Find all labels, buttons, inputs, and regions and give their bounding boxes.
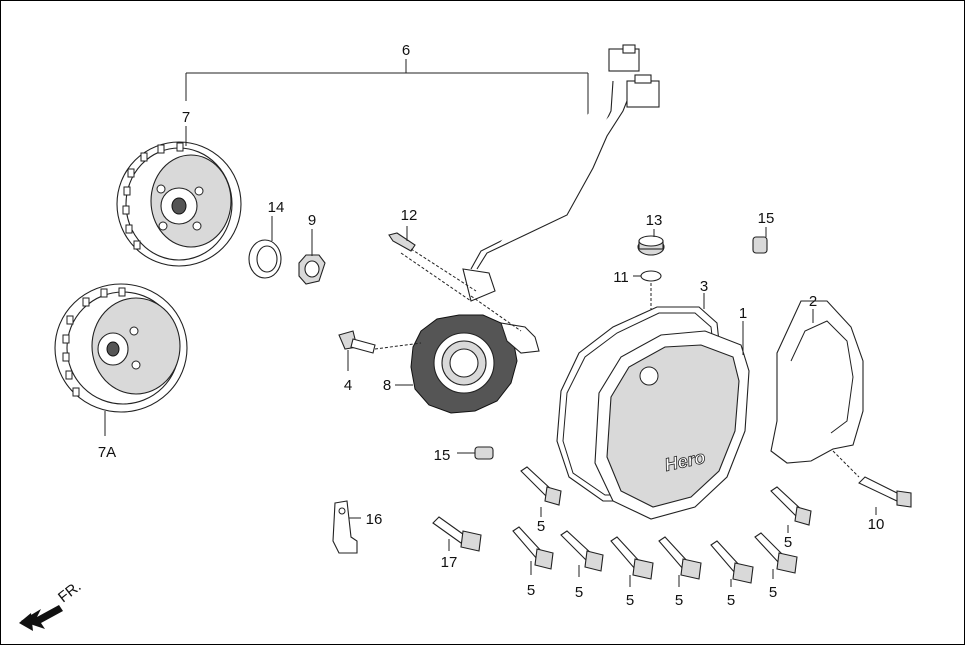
label-5-b: 5 <box>784 534 792 551</box>
bolt-5-b <box>770 486 812 533</box>
bolt-4 <box>338 330 422 371</box>
label-5-h: 5 <box>769 584 777 601</box>
bolt-5-g <box>710 540 754 587</box>
label-2: 2 <box>809 293 817 310</box>
front-label: FR. <box>55 578 85 606</box>
bolt-17 <box>432 516 482 552</box>
label-11: 11 <box>613 269 629 286</box>
label-5-c: 5 <box>527 582 535 599</box>
bolt-5-e <box>610 536 654 587</box>
label-5-a: 5 <box>537 518 545 535</box>
bolt-5-a <box>520 466 562 517</box>
label-6: 6 <box>402 42 410 59</box>
clamp-16 <box>332 500 361 554</box>
label-4: 4 <box>344 377 352 394</box>
label-5-d: 5 <box>575 584 583 601</box>
bolt-5-c <box>512 526 554 575</box>
flywheel-rotor-7a <box>54 283 188 436</box>
label-7: 7 <box>182 109 190 126</box>
plug-13 <box>637 229 665 256</box>
crankcase-cover-1: Hero <box>594 321 750 520</box>
label-16: 16 <box>366 511 383 528</box>
label-13: 13 <box>646 212 663 229</box>
label-10: 10 <box>868 516 885 533</box>
front-direction-indicator: FR. <box>19 578 85 631</box>
label-12: 12 <box>401 207 418 224</box>
label-5-g: 5 <box>727 592 735 609</box>
dowel-15-upper <box>752 227 768 254</box>
dowel-15-lower <box>457 446 494 460</box>
label-5-e: 5 <box>626 592 634 609</box>
label-9: 9 <box>308 212 316 229</box>
label-14: 14 <box>268 199 285 216</box>
screw-12 <box>388 226 477 302</box>
label-15-upper: 15 <box>758 210 775 227</box>
label-7a: 7A <box>98 444 116 461</box>
label-3: 3 <box>700 278 708 295</box>
label-1: 1 <box>739 305 747 322</box>
arrow-down-left-icon <box>19 605 63 631</box>
stator-8 <box>395 314 518 414</box>
bolt-10 <box>858 476 912 515</box>
washer-14 <box>248 216 282 279</box>
wiring-harness-6 <box>462 44 660 354</box>
label-8: 8 <box>383 377 391 394</box>
label-17: 17 <box>441 554 458 571</box>
o-ring-11 <box>633 270 662 381</box>
guard-2 <box>770 300 864 478</box>
nut-9 <box>298 229 326 285</box>
bolt-5-f <box>658 536 702 587</box>
label-15-lower: 15 <box>434 447 451 464</box>
flywheel-rotor-7 <box>116 126 242 267</box>
bolt-5-d <box>560 530 604 577</box>
bolt-5-h <box>754 532 798 579</box>
bracket-6 <box>185 59 589 151</box>
label-5-f: 5 <box>675 592 683 609</box>
